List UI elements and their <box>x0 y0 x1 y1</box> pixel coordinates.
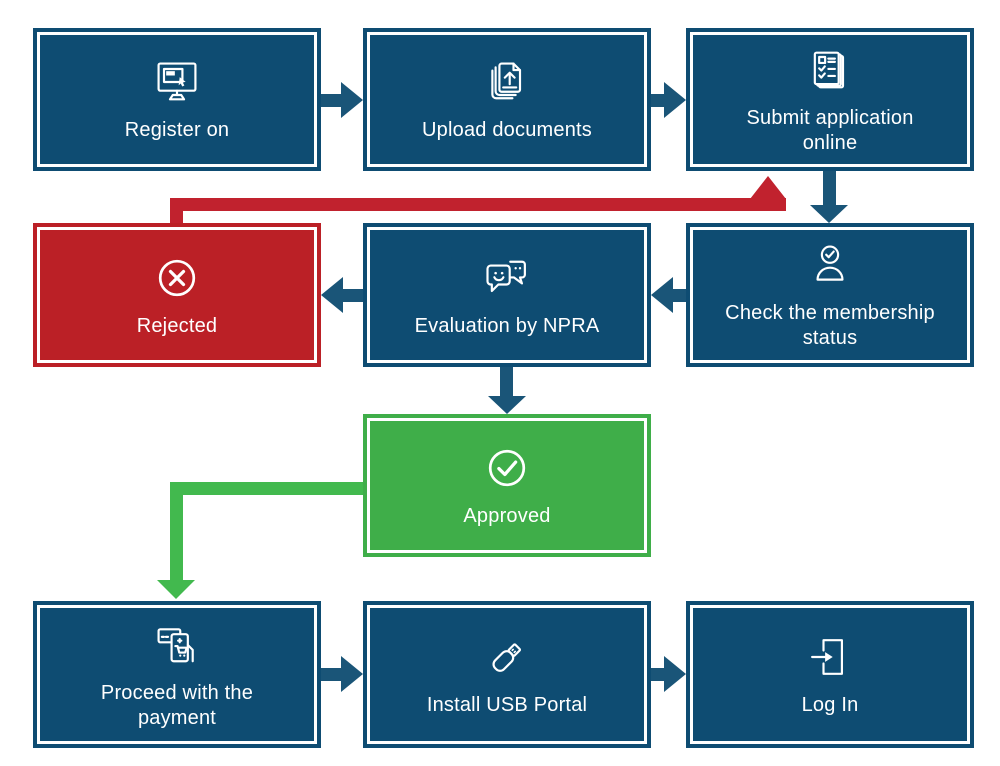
upload-documents-icon <box>491 62 522 100</box>
usb-drive-icon <box>492 643 522 672</box>
node-register: Register on <box>33 28 321 171</box>
arrow-head <box>341 656 363 692</box>
arrow-head <box>321 277 343 313</box>
node-usb: Install USB Portal <box>363 601 651 748</box>
arrow-head <box>750 176 786 199</box>
arrow-stem <box>321 94 342 107</box>
arrow-stem <box>500 367 513 397</box>
arrow-head <box>341 82 363 118</box>
node-label: Log In <box>801 694 859 716</box>
mobile-payment-icon <box>157 627 194 662</box>
cross-circle-icon <box>158 259 196 296</box>
arrow-stem <box>651 668 666 681</box>
node-payment: Proceed with the payment <box>33 601 321 748</box>
arrow-stem <box>651 94 666 107</box>
arrow-head <box>488 396 526 414</box>
feedback-chat-icon <box>486 260 526 292</box>
arrow-head <box>664 82 686 118</box>
arrow-head <box>651 277 673 313</box>
node-label: Install USB Portal <box>426 694 588 716</box>
arrow-stem <box>321 668 342 681</box>
arrow-stem <box>342 289 363 302</box>
node-label: Rejected <box>136 314 218 337</box>
arrow-stem-horizontal <box>170 482 363 495</box>
log-in-icon <box>811 639 843 675</box>
node-label: Submit application online <box>746 106 914 154</box>
node-label: Check the membership status <box>725 302 935 349</box>
node-approved: Approved <box>363 414 651 557</box>
node-label: Evaluation by NPRA <box>414 314 600 337</box>
arrow-stem-horizontal <box>170 198 786 211</box>
arrow-head <box>664 656 686 692</box>
node-rejected: Rejected <box>33 223 321 367</box>
arrow-stem <box>672 289 686 302</box>
node-check-membership: Check the membership status <box>686 223 974 367</box>
arrow-head <box>810 205 848 223</box>
node-evaluation: Evaluation by NPRA <box>363 223 651 367</box>
node-upload: Upload documents <box>363 28 651 171</box>
member-check-icon <box>816 245 844 281</box>
arrow-head <box>157 580 195 599</box>
arrow-stem-vertical <box>170 482 183 581</box>
node-label: Upload documents <box>422 119 592 141</box>
node-login: Log In <box>686 601 974 748</box>
node-label: Approved <box>463 505 551 527</box>
application-checklist-icon <box>813 51 845 88</box>
node-label: Register on <box>124 119 230 141</box>
node-submit: Submit application online <box>686 28 974 171</box>
monitor-register-icon <box>157 62 197 101</box>
check-circle-icon <box>488 449 526 487</box>
arrow-stem <box>823 171 836 206</box>
node-label: Proceed with the payment <box>100 681 254 729</box>
